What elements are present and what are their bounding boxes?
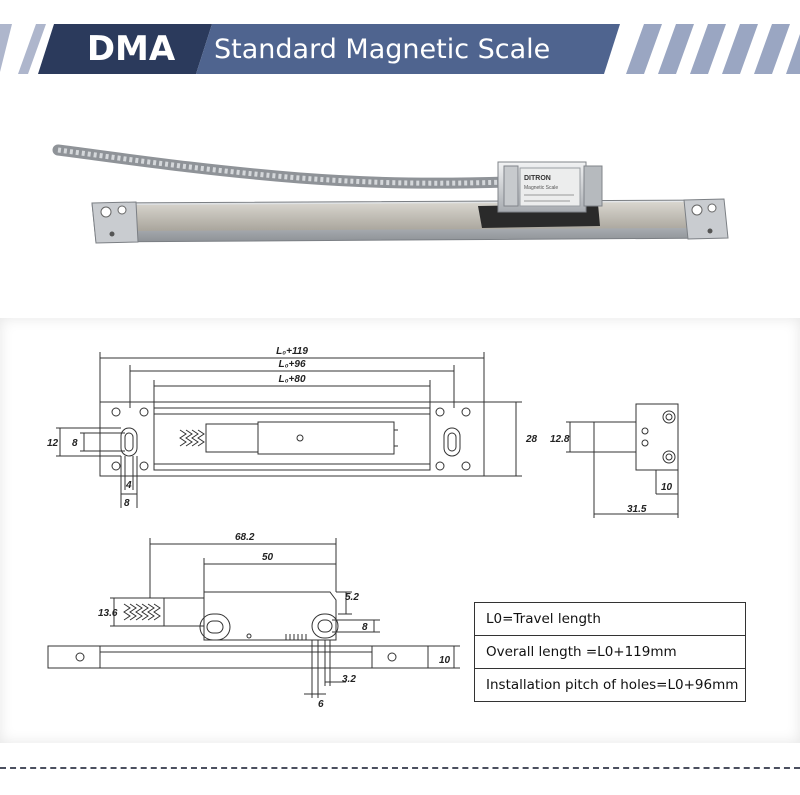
head-side bbox=[583, 165, 603, 207]
legend-box: L0=Travel length Overall length =L0+119m… bbox=[474, 602, 746, 702]
dim-side-50: 50 bbox=[262, 552, 274, 563]
dim-end-31-5: 31.5 bbox=[627, 504, 647, 515]
dim-side-10: 10 bbox=[439, 655, 451, 666]
dim-side-6: 6 bbox=[318, 699, 324, 710]
cable-texture bbox=[57, 147, 511, 186]
mount-hole bbox=[109, 231, 115, 237]
end-view-block bbox=[635, 403, 679, 471]
technical-drawing: L₀+119 L₀+96 L₀+80 28 12 8 4 8 12.8 10 3… bbox=[47, 346, 679, 710]
dim-left-8: 8 bbox=[72, 438, 78, 449]
dim-left-12: 12 bbox=[47, 438, 59, 449]
header-title: Standard Magnetic Scale bbox=[214, 33, 551, 65]
end-block-right bbox=[683, 198, 729, 240]
dim-end-12-8: 12.8 bbox=[550, 434, 570, 445]
dim-travel: L₀+80 bbox=[278, 374, 305, 385]
mount-hole bbox=[691, 204, 703, 216]
brand-label: DITRON bbox=[524, 175, 551, 182]
mount-hole bbox=[117, 205, 127, 215]
cable-gland bbox=[503, 165, 519, 207]
legend-overall-length: Overall length =L0+119mm bbox=[475, 636, 745, 669]
dim-pitch: L₀+96 bbox=[278, 359, 305, 370]
header-graphic bbox=[0, 24, 800, 74]
dim-side-3-2: 3.2 bbox=[342, 674, 356, 685]
dim-side-68-2: 68.2 bbox=[235, 532, 255, 543]
dim-side-5-2: 5.2 bbox=[345, 592, 359, 603]
top-view-inner bbox=[153, 407, 431, 471]
head-label bbox=[519, 167, 581, 207]
product-photo: DITRON Magnetic Scale bbox=[52, 144, 729, 244]
legend-hole-pitch: Installation pitch of holes=L0+96mm bbox=[486, 677, 739, 693]
dim-end-10: 10 bbox=[661, 482, 673, 493]
dim-side-13-6: 13.6 bbox=[98, 608, 118, 619]
armored-cable bbox=[52, 144, 516, 189]
right-stripes bbox=[626, 24, 800, 74]
label-line: Magnetic Scale bbox=[524, 185, 558, 191]
dim-bottom-8: 8 bbox=[124, 498, 130, 509]
dim-bottom-4: 4 bbox=[125, 480, 132, 491]
dashed-divider bbox=[0, 767, 800, 769]
top-view-rail bbox=[99, 401, 485, 477]
mount-hole bbox=[100, 206, 112, 218]
mount-hole bbox=[707, 203, 717, 213]
dim-side-8: 8 bbox=[362, 622, 368, 633]
end-block-left bbox=[91, 201, 139, 244]
dim-height-28: 28 bbox=[525, 434, 538, 445]
dim-overall: L₀+119 bbox=[276, 346, 308, 357]
header-banner: DMA Standard Magnetic Scale bbox=[0, 0, 800, 90]
mount-hole bbox=[707, 228, 713, 234]
model-name: DMA bbox=[86, 29, 176, 69]
magnetic-strip bbox=[128, 202, 692, 231]
side-view-rail bbox=[47, 645, 429, 669]
side-view-cable-gland bbox=[163, 597, 205, 627]
end-view-head bbox=[593, 421, 637, 453]
legend-travel-length: L0=Travel length bbox=[475, 603, 745, 636]
